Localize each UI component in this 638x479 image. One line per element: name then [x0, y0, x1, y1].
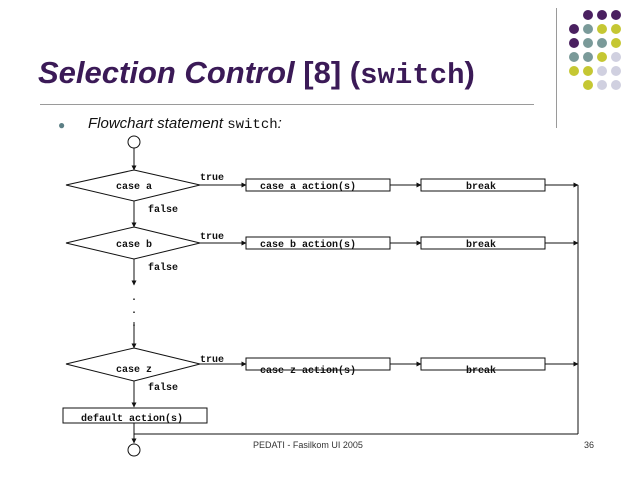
- start-terminal: [127, 135, 141, 149]
- bullet-text-label: Flowchart statement: [88, 115, 228, 132]
- decorative-dot: [569, 52, 579, 62]
- action-a-label: case a action(s): [260, 181, 356, 193]
- decorative-dot: [583, 52, 593, 62]
- decorative-dot: [597, 10, 607, 20]
- decorative-dot: [611, 38, 621, 48]
- default-action-box: [62, 407, 208, 424]
- decorative-dot: [569, 38, 579, 48]
- title-close: ): [464, 55, 475, 90]
- decorative-dot: [611, 80, 621, 90]
- decorative-dot: [583, 66, 593, 76]
- bullet-text-end: :: [277, 115, 282, 132]
- bullet-text-code: switch: [227, 117, 278, 133]
- page-number: 36: [584, 440, 595, 450]
- true-label: true: [200, 355, 224, 366]
- case-a-label: case a: [116, 182, 152, 193]
- title-underline: [40, 104, 534, 105]
- footer-text: PEDATI - Fasilkom UI 2005: [253, 440, 363, 450]
- title-number: [8] (: [294, 55, 361, 90]
- decorative-dot: [569, 66, 579, 76]
- title-code: switch: [360, 59, 465, 92]
- false-label: false: [148, 382, 178, 394]
- decorative-dot: [611, 52, 621, 62]
- break-b-label: break: [466, 239, 496, 251]
- false-label: false: [148, 204, 178, 216]
- decorative-dot: [611, 10, 621, 20]
- break-z-label: break: [466, 365, 496, 377]
- decorative-dot: [597, 66, 607, 76]
- bullet-text: Flowchart statement switch:: [88, 115, 282, 133]
- title-main: Selection Control: [38, 55, 295, 90]
- slide-title: Selection Control [8] (switch): [38, 55, 475, 92]
- break-a-label: break: [466, 181, 496, 193]
- decorative-dot: [611, 66, 621, 76]
- true-label: true: [200, 232, 224, 243]
- action-z-label: case z action(s): [260, 365, 356, 377]
- decorative-dot: [611, 24, 621, 34]
- title-vertical-rule: [556, 8, 557, 128]
- bullet-icon: ●: [58, 118, 66, 132]
- true-label: true: [200, 173, 224, 184]
- decision-case-a: [65, 169, 201, 202]
- decorative-dot: [597, 80, 607, 90]
- ellipsis-dot: .: [131, 319, 137, 330]
- ellipsis-dot: .: [131, 293, 137, 304]
- action-b-label: case b action(s): [260, 239, 356, 251]
- decision-case-z: [65, 347, 201, 382]
- decorative-dot: [583, 10, 593, 20]
- case-z-label: case z: [116, 365, 152, 376]
- decorative-dot: [597, 52, 607, 62]
- decorative-dot: [583, 38, 593, 48]
- end-terminal: [127, 443, 141, 457]
- ellipsis-dot: .: [131, 306, 137, 317]
- decorative-dot: [597, 24, 607, 34]
- decorative-dot: [569, 24, 579, 34]
- false-label: false: [148, 262, 178, 274]
- decorative-dot: [583, 80, 593, 90]
- decorative-dot: [597, 38, 607, 48]
- decorative-dot: [583, 24, 593, 34]
- decision-case-b: [65, 226, 201, 260]
- case-b-label: case b: [116, 239, 152, 251]
- default-action-label: default action(s): [81, 413, 183, 425]
